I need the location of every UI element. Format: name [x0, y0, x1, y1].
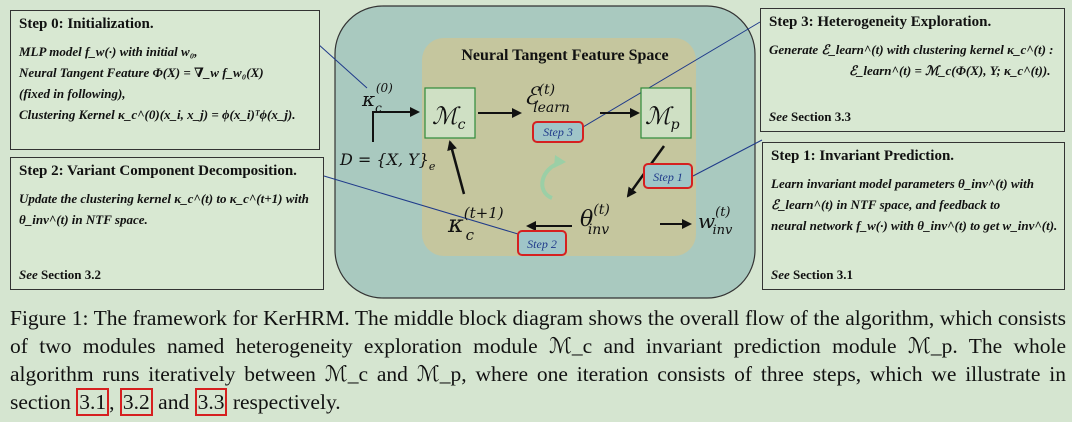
step1-body: Learn invariant model parameters θ_inv^(… — [771, 173, 1058, 236]
kernel-next-glyph: κ — [447, 210, 464, 238]
ref-section-3-3[interactable]: 3.3 — [194, 388, 228, 416]
ref-section-3-2[interactable]: 3.2 — [119, 388, 153, 416]
ref-section-3-1[interactable]: 3.1 — [76, 388, 110, 416]
ntf-space-label: Neural Tangent Feature Space — [461, 47, 668, 64]
diagram-canvas: Neural Tangent Feature Space κc(0) D = {… — [317, 5, 763, 299]
kernel-next-sup: (t+1) — [464, 204, 504, 222]
ntf-space-panel — [422, 38, 696, 256]
data-label-text: D = {X, Y} — [339, 150, 429, 169]
module-mc — [424, 87, 476, 139]
step3-see-word: See — [769, 109, 788, 124]
connector-step2 — [323, 175, 519, 235]
module-mp-symbol: ℳp — [645, 102, 680, 133]
kernel-init-sub: c — [375, 101, 382, 115]
tag-step1-label: Step 1 — [653, 170, 683, 184]
figure-caption: Figure 1: The framework for KerHRM. The … — [10, 304, 1066, 416]
step2-see: See Section 3.2 — [19, 267, 101, 283]
step2-see-word: See — [19, 267, 38, 282]
step3-see-ref: Section 3.3 — [791, 109, 851, 124]
caption-sep-2: and — [152, 390, 195, 414]
kernel-init-sup: (0) — [376, 81, 393, 95]
w-inv-symbol: w(t) inv — [698, 205, 733, 238]
step0-box: Step 0: Initialization. MLP model f_w(·)… — [10, 10, 320, 150]
connector-step1 — [692, 139, 763, 177]
tag-step2 — [517, 230, 567, 256]
module-mp-sub: p — [671, 117, 680, 133]
step0-line-1: MLP model f_w(·) with initial w₀, — [19, 44, 198, 59]
kernel-next-sub: c — [466, 226, 475, 244]
theta-inv-sup: (t) — [593, 202, 610, 218]
module-mc-symbol: ℳc — [432, 102, 466, 133]
caption-text: Figure 1: The framework for KerHRM. The … — [10, 306, 1066, 414]
step1-line-2: ℰ_learn^(t) in NTF space, and feedback t… — [771, 197, 1001, 212]
step1-title: Step 1: Invariant Prediction. — [771, 148, 955, 164]
tag-step3 — [532, 121, 584, 143]
module-mp — [640, 87, 692, 139]
arrow-kernel-to-mc — [447, 140, 466, 195]
caption-text-after: respectively. — [227, 390, 341, 414]
step1-see-ref: Section 3.1 — [793, 267, 853, 282]
step1-line-3: neural network f_w(·) with θ_inv^(t) to … — [771, 218, 1058, 233]
caption-sep-1: , — [109, 390, 120, 414]
theta-inv-symbol: θ(t) inv — [580, 202, 610, 238]
step2-title: Step 2: Variant Component Decomposition. — [19, 163, 297, 179]
step0-line-4: Clustering Kernel κ_c^(0)(x_i, x_j) = ϕ(… — [19, 107, 296, 122]
module-mc-glyph: ℳ — [432, 102, 461, 130]
step3-title: Step 3: Heterogeneity Exploration. — [769, 14, 992, 30]
step3-line-2: ℰ_learn^(t) = ℳ_c(Φ(X), Y; κ_c^(t)). — [849, 63, 1051, 78]
step3-body: Generate ℰ_learn^(t) with clustering ker… — [769, 39, 1056, 81]
kernel-init-glyph: κ — [361, 87, 375, 111]
theta-inv-sub: inv — [588, 222, 609, 238]
step2-line-2: θ_inv^(t) in NTF space. — [19, 212, 148, 227]
step1-see-word: See — [771, 267, 790, 282]
kernel-init-symbol: κc (0) — [361, 81, 393, 115]
theta-inv-glyph: θ — [580, 207, 593, 232]
step0-title: Step 0: Initialization. — [19, 16, 154, 32]
step3-line-1: Generate ℰ_learn^(t) with clustering ker… — [769, 42, 1054, 57]
step2-body: Update the clustering kernel κ_c^(t) to … — [19, 188, 315, 230]
connector-step0 — [317, 43, 368, 89]
data-label-sub: e — [429, 160, 436, 173]
step3-see: See Section 3.3 — [769, 109, 851, 125]
elearn-sup: (t) — [539, 82, 556, 98]
arrow-init-to-mc — [372, 107, 420, 142]
step2-see-ref: Section 3.2 — [41, 267, 101, 282]
step3-box: Step 3: Heterogeneity Exploration. Gener… — [760, 8, 1065, 132]
tag-step2-label: Step 2 — [527, 237, 557, 251]
step2-box: Step 2: Variant Component Decomposition.… — [10, 157, 324, 290]
step0-body: MLP model f_w(·) with initial w₀, Neural… — [19, 41, 311, 125]
tag-step3-label: Step 3 — [543, 125, 573, 139]
elearn-glyph: ℰ — [524, 82, 541, 110]
step2-line-1: Update the clustering kernel κ_c^(t) to … — [19, 191, 309, 206]
step1-line-1: Learn invariant model parameters θ_inv^(… — [771, 176, 1034, 191]
step0-line-2: Neural Tangent Feature Φ(X) = ∇_w f_w₀(X… — [19, 65, 264, 80]
step1-box: Step 1: Invariant Prediction. Learn inva… — [762, 142, 1065, 290]
elearn-symbol: ℰ(t) learn — [524, 82, 570, 116]
tag-step1 — [643, 163, 693, 189]
w-inv-glyph: w — [698, 209, 715, 233]
step0-line-3: (fixed in following), — [19, 86, 126, 101]
module-mp-glyph: ℳ — [645, 102, 674, 130]
elearn-sub: learn — [533, 100, 570, 116]
data-label: D = {X, Y}e — [339, 150, 436, 173]
w-inv-sup: (t) — [715, 205, 730, 220]
iteration-curl-head — [554, 155, 566, 168]
step1-see: See Section 3.1 — [771, 267, 853, 283]
w-inv-sub: inv — [713, 223, 734, 238]
module-mc-sub: c — [458, 117, 466, 133]
kernel-next-symbol: κ(t+1) c — [447, 204, 504, 244]
